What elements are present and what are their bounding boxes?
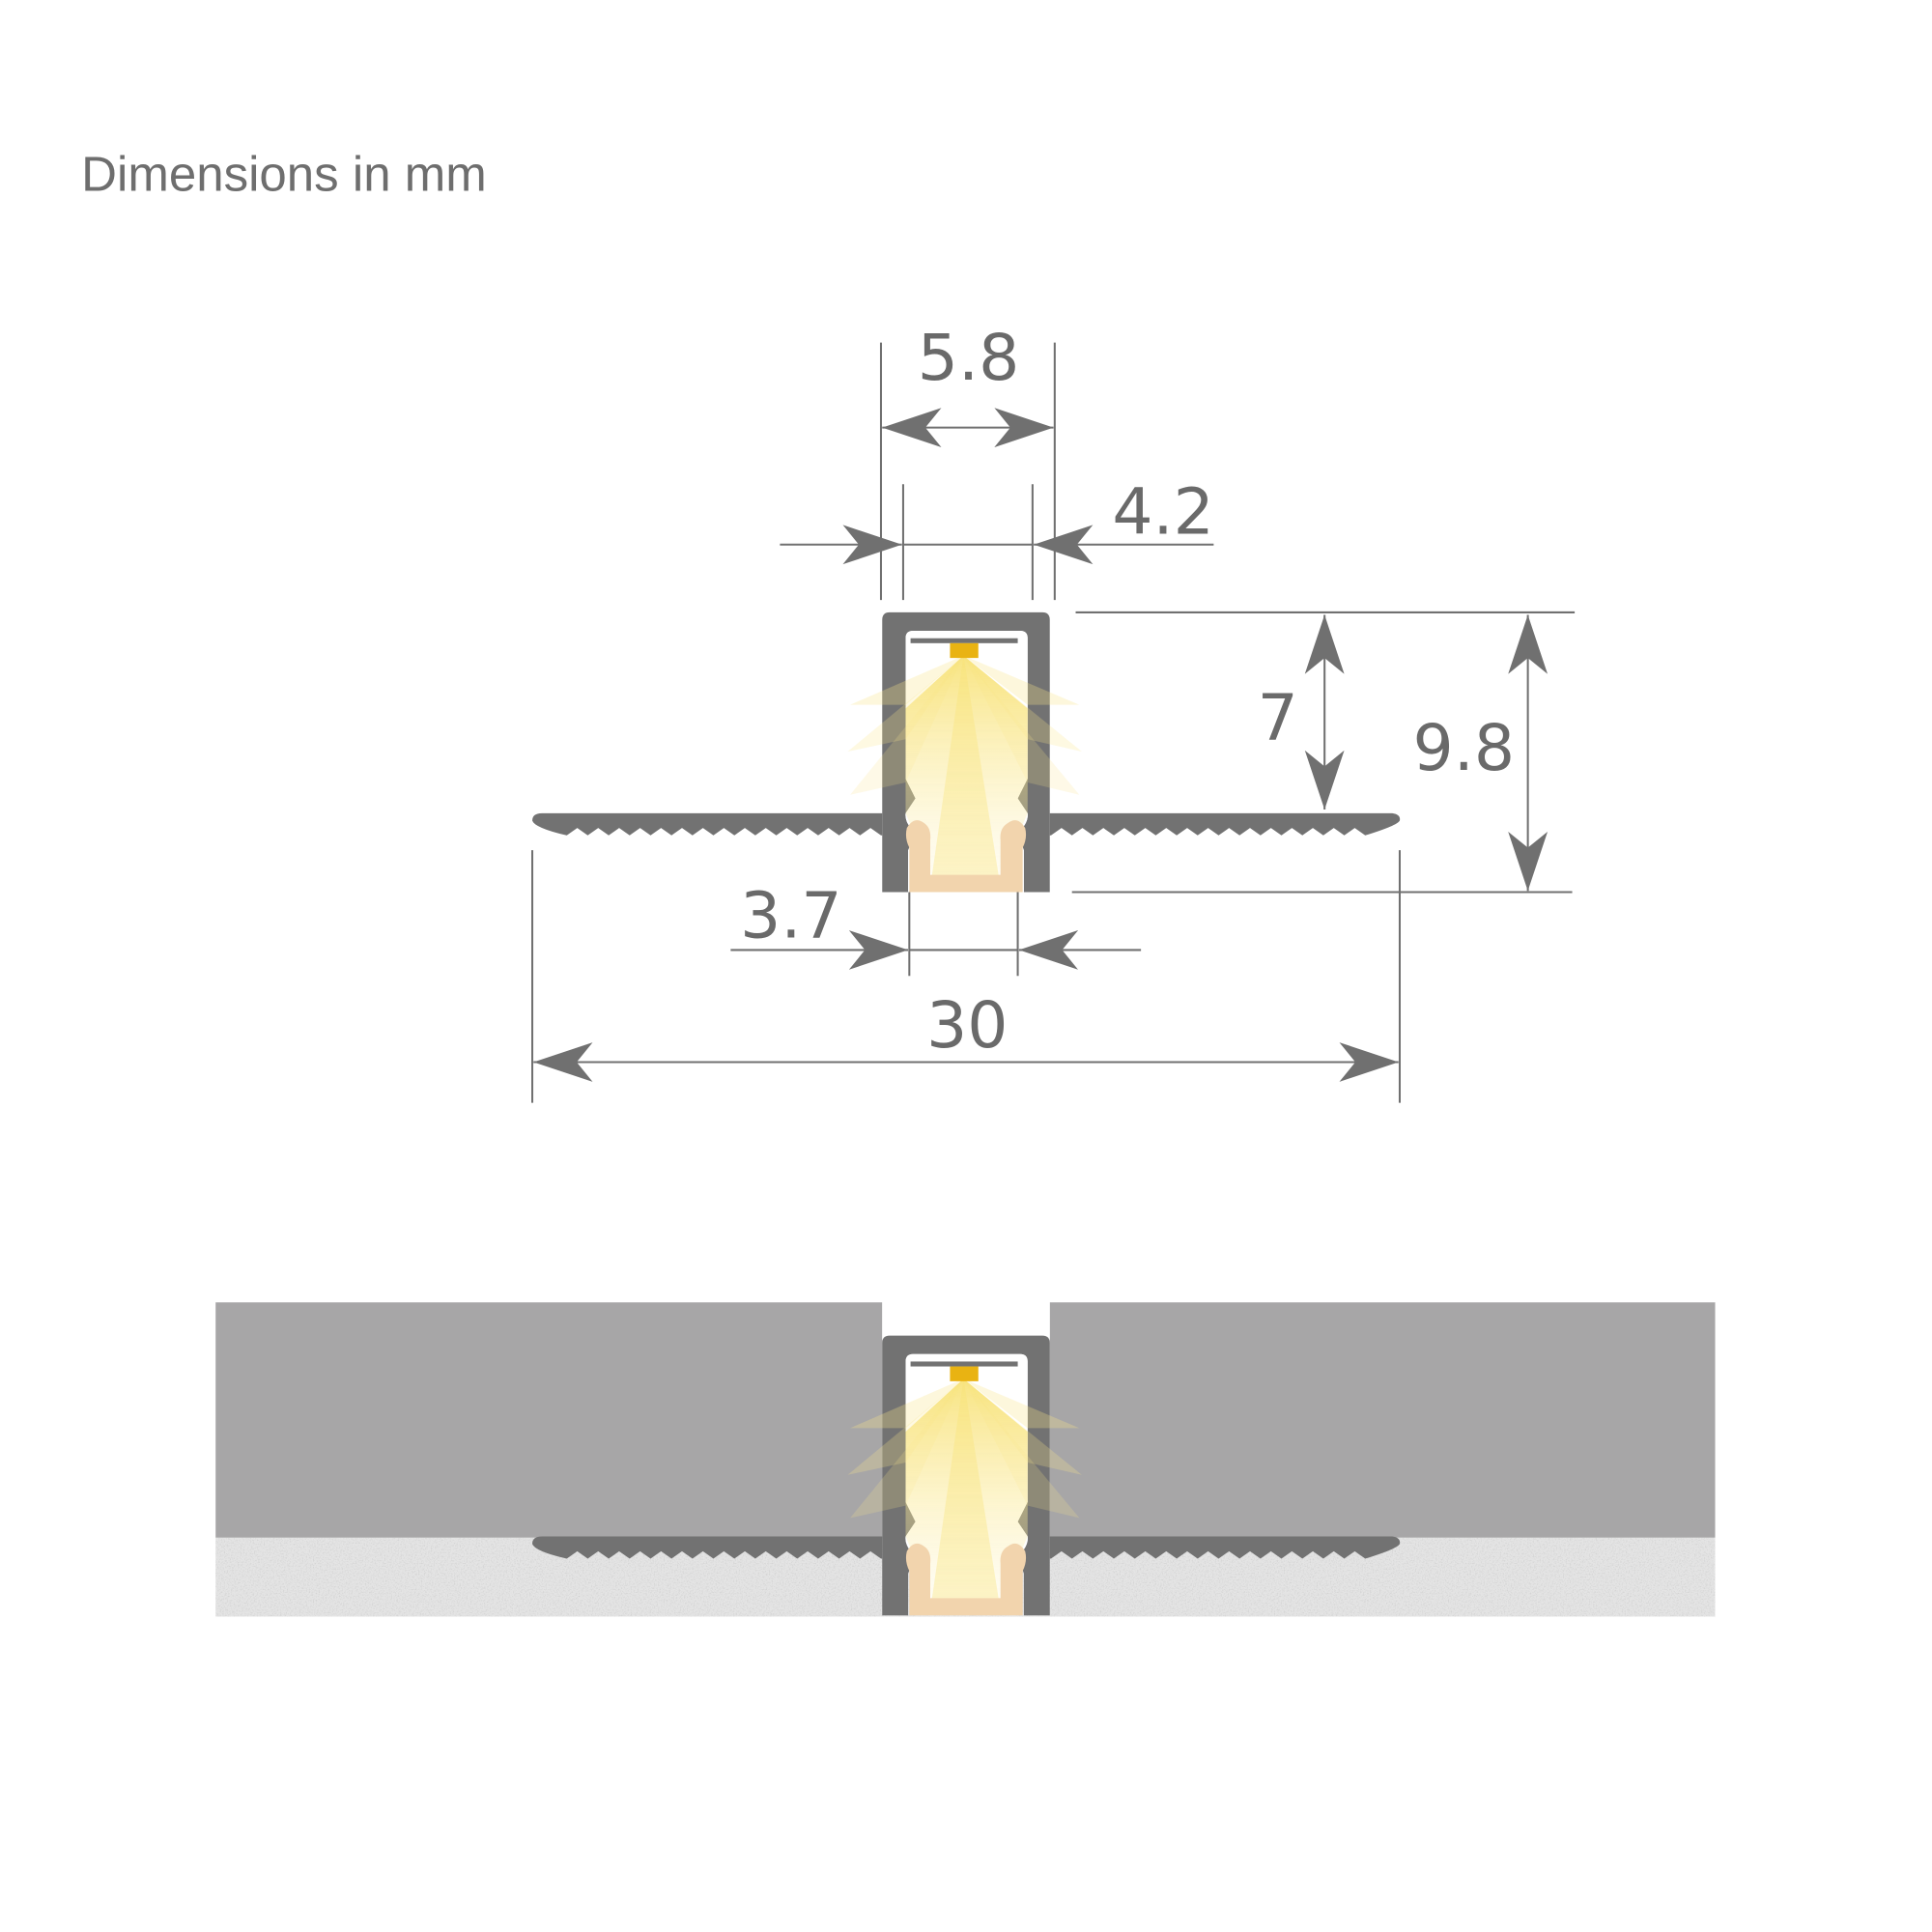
label-flange-width: 30 — [926, 987, 1008, 1063]
wall-left — [215, 1302, 883, 1538]
dimension-diffuser-width: 3.7 — [730, 878, 1142, 977]
installed-view — [215, 1302, 1716, 1617]
label-inner-depth: 7 — [1258, 679, 1298, 754]
label-diffuser-width: 3.7 — [740, 878, 841, 953]
label-inner-width: 4.2 — [1112, 473, 1213, 549]
diagram-title: Dimensions in mm — [81, 147, 487, 202]
wall-right — [1049, 1302, 1716, 1538]
dimension-outer-width: 5.8 — [879, 320, 1056, 601]
dimension-inner-width: 4.2 — [780, 473, 1214, 601]
dimension-flange-width: 30 — [531, 850, 1401, 1103]
label-total-height: 9.8 — [1413, 710, 1515, 785]
dimension-total-height: 9.8 — [1071, 611, 1576, 894]
label-outer-width: 5.8 — [918, 320, 1019, 395]
dimension-inner-depth: 7 — [1258, 614, 1345, 810]
